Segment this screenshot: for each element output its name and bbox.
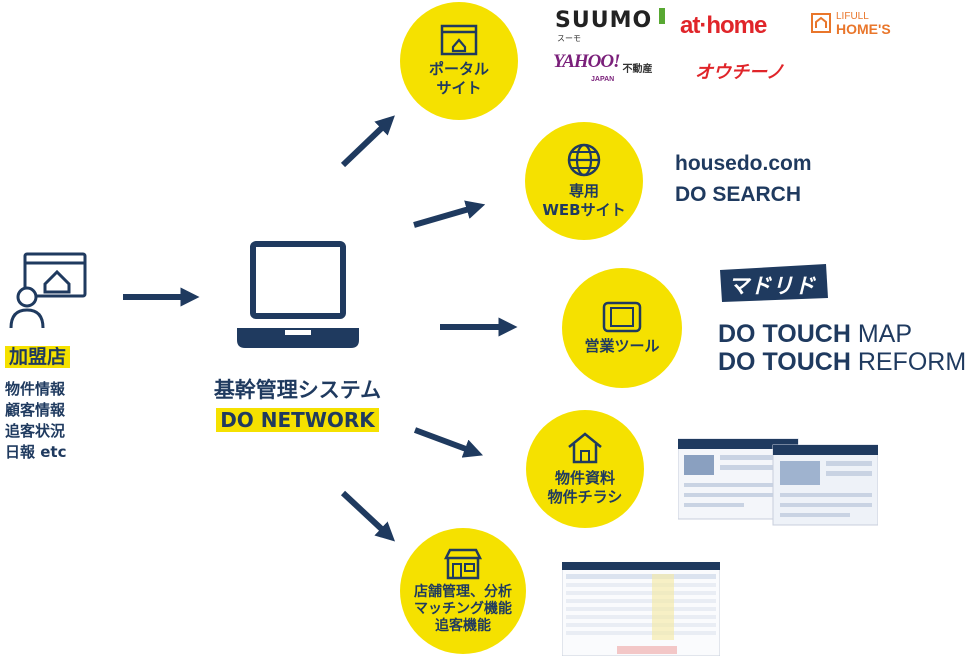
node-sales-tools: 営業ツール xyxy=(562,268,682,388)
system-subtitle: DO NETWORK xyxy=(190,408,405,432)
node-property-flyers: 物件資料 物件チラシ xyxy=(526,410,644,528)
system-title: 基幹管理システム xyxy=(213,378,382,402)
user-browser-icon xyxy=(9,252,87,329)
node-label: ポータル サイト xyxy=(428,60,489,97)
do-touch-list: DO TOUCH MAP DO TOUCH REFORM xyxy=(718,320,966,376)
madori-logo-mark-icon xyxy=(720,264,828,302)
ouchino-logo: オウチーノ xyxy=(695,62,784,82)
node-label: 営業ツール xyxy=(584,336,660,355)
athome-logo: at·home xyxy=(680,12,767,39)
franchise-item: 日報 etc xyxy=(5,443,67,461)
suumo-mark-icon xyxy=(658,8,665,24)
system-block: 基幹管理システム DO NETWORK xyxy=(190,240,405,432)
do-touch-reform: DO TOUCH REFORM xyxy=(718,348,967,376)
store-management-screenshot xyxy=(561,561,721,660)
node-store-management: 店舗管理、分析 マッチング機能 追客機能 xyxy=(400,528,526,654)
house-icon xyxy=(568,432,602,464)
lifull-homes-logo: LIFULL HOME'S xyxy=(810,10,891,36)
madori-logo: マドリドウ xyxy=(718,262,830,328)
browser-home-icon xyxy=(440,24,478,56)
node-portal-site: ポータル サイト xyxy=(400,2,518,120)
globe-icon xyxy=(567,143,601,177)
yahoo-fudosan-logo: YAHOO! JAPAN 不動産 xyxy=(553,51,653,83)
flyer-thumbnail xyxy=(677,433,879,532)
franchise-item-list: 物件情報 顧客情報 追客状況 日報 etc xyxy=(5,379,115,463)
node-label: 専用 WEBサイト xyxy=(542,182,626,219)
suumo-logo: SUUMO スーモ xyxy=(555,8,665,44)
lifull-house-icon xyxy=(811,13,831,33)
web-site-name: housedo.com xyxy=(675,152,812,175)
do-touch-map: DO TOUCH MAP xyxy=(718,320,913,348)
arrow-to-web xyxy=(413,200,486,228)
node-label: 物件資料 物件チラシ xyxy=(547,469,623,506)
node-label: 店舗管理、分析 マッチング機能 追客機能 xyxy=(414,583,512,634)
web-site-list: housedo.com DO SEARCH xyxy=(675,148,812,210)
franchise-item: 顧客情報 xyxy=(5,401,66,419)
franchise-block: 加盟店 物件情報 顧客情報 追客状況 日報 etc xyxy=(5,250,115,463)
node-web-site: 専用 WEBサイト xyxy=(525,122,643,240)
laptop-icon xyxy=(236,241,359,348)
arrow-to-flyers xyxy=(413,427,483,458)
franchise-title: 加盟店 xyxy=(5,342,115,369)
arrow-to-portal xyxy=(340,115,395,168)
franchise-item: 物件情報 xyxy=(5,380,66,398)
web-site-name: DO SEARCH xyxy=(675,183,802,206)
arrow-to-store xyxy=(340,490,396,542)
franchise-item: 追客状況 xyxy=(5,422,66,440)
tablet-icon xyxy=(602,301,642,332)
store-icon xyxy=(443,548,483,579)
